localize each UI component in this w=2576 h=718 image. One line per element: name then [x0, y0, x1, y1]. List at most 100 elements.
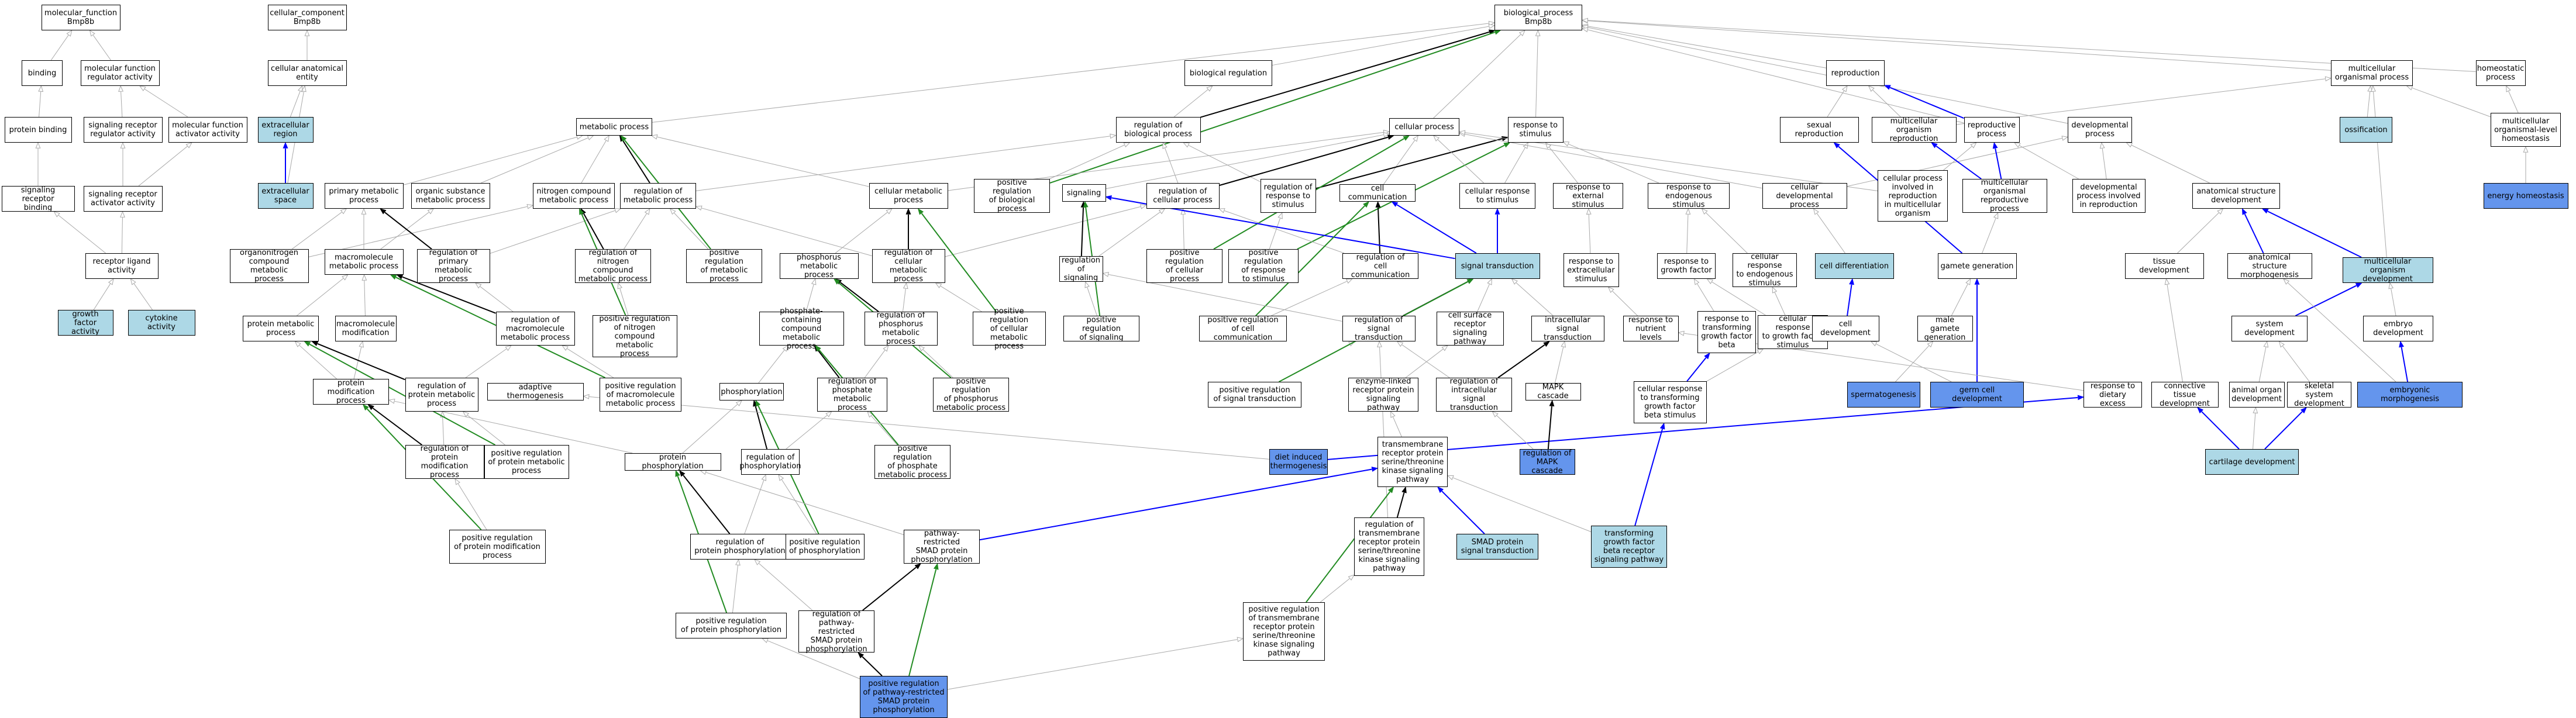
go-term-cartdev[interactable]: cartilage development: [2205, 449, 2299, 475]
go-term-posregprotmet[interactable]: positive regulation of protein metabolic…: [484, 445, 569, 479]
go-term-posregtmrsks[interactable]: positive regulation of transmembrane rec…: [1243, 602, 1325, 661]
go-term-prsmad[interactable]: pathway-restricted SMAD protein phosphor…: [904, 529, 980, 564]
go-term-regphos[interactable]: regulation of phosphorylation: [739, 449, 801, 475]
go-term-regprotphos[interactable]: regulation of protein phosphorylation: [690, 534, 790, 560]
go-term-regcp[interactable]: regulation of cellular process: [1146, 183, 1220, 209]
go-term-regtmrsks[interactable]: regulation of transmembrane receptor pro…: [1354, 517, 1424, 576]
go-term-cytok[interactable]: cytokine activity: [128, 310, 195, 336]
go-term-ornit[interactable]: organonitrogen compound metabolic proces…: [229, 248, 309, 284]
go-term-posregcp[interactable]: positive regulation of cellular process: [1146, 248, 1222, 284]
go-term-reprop[interactable]: reproductive process: [1964, 117, 2020, 143]
go-term-ssd[interactable]: skeletal system development: [2287, 382, 2351, 408]
go-term-celldev[interactable]: cell development: [1812, 316, 1879, 341]
go-term-regphoscomp[interactable]: regulation of phosphate metabolic proces…: [817, 377, 887, 412]
go-term-csrsp[interactable]: cell surface receptor signaling pathway: [1436, 311, 1504, 346]
go-term-gametegen[interactable]: gamete generation: [1937, 253, 2017, 279]
go-term-regprotmod[interactable]: regulation of protein modification proce…: [405, 444, 484, 479]
go-term-devpir[interactable]: developmental process involved in reprod…: [2072, 179, 2145, 213]
go-term-regprsmad[interactable]: regulation of pathway-restricted SMAD pr…: [798, 610, 874, 654]
go-term-macromod[interactable]: macromolecule modification: [335, 316, 397, 341]
go-term-crtgfb[interactable]: cellular response to transforming growth…: [1633, 381, 1707, 423]
go-term-respendo[interactable]: response to endogenous stimulus: [1648, 183, 1730, 209]
go-term-mf[interactable]: molecular_function Bmp8b: [41, 5, 120, 30]
go-term-posregsig[interactable]: positive regulation of signaling: [1063, 316, 1139, 342]
go-term-sraa[interactable]: signaling receptor activator activity: [83, 186, 163, 212]
go-term-spermato[interactable]: spermatogenesis: [1847, 382, 1920, 408]
go-term-ist[interactable]: intracellular signal transduction: [1531, 316, 1604, 342]
go-term-ncomp[interactable]: nitrogen compound metabolic process: [533, 183, 615, 209]
go-term-devp[interactable]: developmental process: [2068, 117, 2132, 143]
go-term-posregphosmet[interactable]: positive regulation of phosphorus metabo…: [933, 377, 1009, 412]
go-term-regmet[interactable]: regulation of metabolic process: [620, 183, 696, 209]
go-term-regcellmet[interactable]: regulation of cellular metabolic process: [872, 248, 945, 284]
go-term-respnut[interactable]: response to nutrient levels: [1623, 316, 1679, 342]
go-term-resp[interactable]: response to stimulus: [1507, 117, 1563, 143]
go-term-aod[interactable]: animal organ development: [2229, 382, 2285, 408]
go-term-germcell[interactable]: germ cell development: [1930, 382, 2024, 408]
go-term-regmacro[interactable]: regulation of macromolecule metabolic pr…: [495, 312, 575, 346]
go-term-regst[interactable]: regulation of signal transduction: [1342, 316, 1416, 342]
go-term-gfa[interactable]: growth factor activity: [57, 310, 113, 336]
go-term-protmod[interactable]: protein modification process: [313, 379, 389, 405]
go-term-regcc[interactable]: regulation of cell communication: [1342, 253, 1418, 279]
go-term-energyh[interactable]: energy homeostasis: [2483, 183, 2568, 209]
go-term-asm[interactable]: anatomical structure morphogenesis: [2227, 253, 2312, 279]
go-term-mcod[interactable]: multicellular organism development: [2342, 257, 2433, 284]
go-term-regprim[interactable]: regulation of primary metabolic process: [416, 248, 490, 284]
go-term-celldiff[interactable]: cell differentiation: [1814, 253, 1894, 279]
go-term-regprotmet[interactable]: regulation of protein metabolic process: [405, 378, 478, 412]
go-term-posregmet[interactable]: positive regulation of metabolic process: [686, 248, 762, 284]
go-term-embmorph[interactable]: embryonic morphogenesis: [2357, 382, 2463, 408]
go-term-posregcc[interactable]: positive regulation of cell communicatio…: [1199, 316, 1287, 342]
go-term-sigtrans[interactable]: signal transduction: [1455, 253, 1540, 279]
go-term-exreg[interactable]: extracellular region: [257, 117, 314, 143]
go-term-macromet[interactable]: macromolecule metabolic process: [324, 249, 404, 275]
go-term-dietthermo[interactable]: diet induced thermogenesis: [1269, 449, 1328, 475]
go-term-srra[interactable]: signaling receptor regulator activity: [83, 117, 163, 143]
go-term-posregprotmod[interactable]: positive regulation of protein modificat…: [449, 530, 546, 564]
go-term-cellmet[interactable]: cellular metabolic process: [869, 183, 948, 209]
go-term-breg[interactable]: biological regulation: [1184, 60, 1272, 86]
go-term-protmet[interactable]: protein metabolic process: [243, 316, 319, 341]
go-term-posregphoscomp[interactable]: positive regulation of phosphate metabol…: [874, 444, 950, 479]
go-term-elrsp[interactable]: enzyme-linked receptor protein signaling…: [1348, 377, 1418, 412]
go-term-posregmacro[interactable]: positive regulation of macromolecule met…: [600, 378, 681, 412]
go-term-posregst[interactable]: positive regulation of signal transducti…: [1208, 382, 1301, 408]
go-term-multi[interactable]: multicellular organismal process: [2331, 60, 2413, 86]
go-term-respext[interactable]: response to external stimulus: [1553, 183, 1623, 209]
go-term-srbind[interactable]: signaling receptor binding: [1, 186, 75, 212]
go-term-protbind[interactable]: protein binding: [4, 117, 72, 143]
go-term-binding[interactable]: binding: [22, 60, 63, 86]
go-term-respgf[interactable]: response to growth factor: [1657, 253, 1716, 279]
go-term-embdev[interactable]: embryo development: [2363, 316, 2433, 341]
go-term-ossif[interactable]: ossification: [2340, 117, 2392, 143]
go-term-posregprsmad[interactable]: positive regulation of pathway-restricte…: [860, 676, 948, 718]
go-term-repro[interactable]: reproduction: [1826, 60, 1885, 86]
go-term-rla[interactable]: receptor ligand activity: [85, 253, 159, 279]
go-term-mcorp[interactable]: multicellular organismal reproductive pr…: [1962, 178, 2047, 213]
go-term-mfreg[interactable]: molecular function regulator activity: [80, 60, 160, 86]
go-term-regmapk[interactable]: regulation of MAPK cascade: [1519, 449, 1575, 475]
go-term-resptgfb[interactable]: response to transforming growth factor b…: [1697, 311, 1756, 353]
go-term-regist[interactable]: regulation of intracellular signal trans…: [1436, 377, 1512, 412]
go-term-cae[interactable]: cellular anatomical entity: [267, 60, 347, 86]
go-term-adapth[interactable]: adaptive thermogenesis: [487, 383, 584, 401]
go-term-protphos[interactable]: protein phosphorylation: [624, 453, 721, 471]
go-term-mgg[interactable]: male gamete generation: [1917, 316, 1973, 342]
go-term-mfaa[interactable]: molecular function activator activity: [168, 117, 247, 143]
go-term-mclhomeo[interactable]: multicellular organismal-level homeostas…: [2491, 113, 2561, 147]
go-term-mapk[interactable]: MAPK cascade: [1525, 383, 1581, 401]
go-term-exspace[interactable]: extracellular space: [257, 183, 314, 209]
go-term-tissuedev[interactable]: tissue development: [2124, 253, 2204, 279]
go-term-respexts[interactable]: response to extracellular stimulus: [1563, 253, 1619, 287]
go-term-cellproc[interactable]: cellular process: [1389, 118, 1459, 136]
go-term-homeo[interactable]: homeostatic process: [2475, 60, 2526, 86]
go-term-primmet[interactable]: primary metabolic process: [324, 183, 404, 209]
go-term-celldevp[interactable]: cellular developmental process: [1762, 183, 1847, 209]
go-term-regsig[interactable]: regulation of signaling: [1059, 256, 1103, 282]
go-term-smadst[interactable]: SMAD protein signal transduction: [1456, 534, 1538, 560]
go-term-orgsub[interactable]: organic substance metabolic process: [411, 183, 490, 209]
go-term-posregncomp[interactable]: positive regulation of nitrogen compound…: [592, 315, 677, 358]
go-term-asd[interactable]: anatomical structure development: [2192, 183, 2280, 209]
go-term-sysdev[interactable]: system development: [2231, 316, 2308, 341]
